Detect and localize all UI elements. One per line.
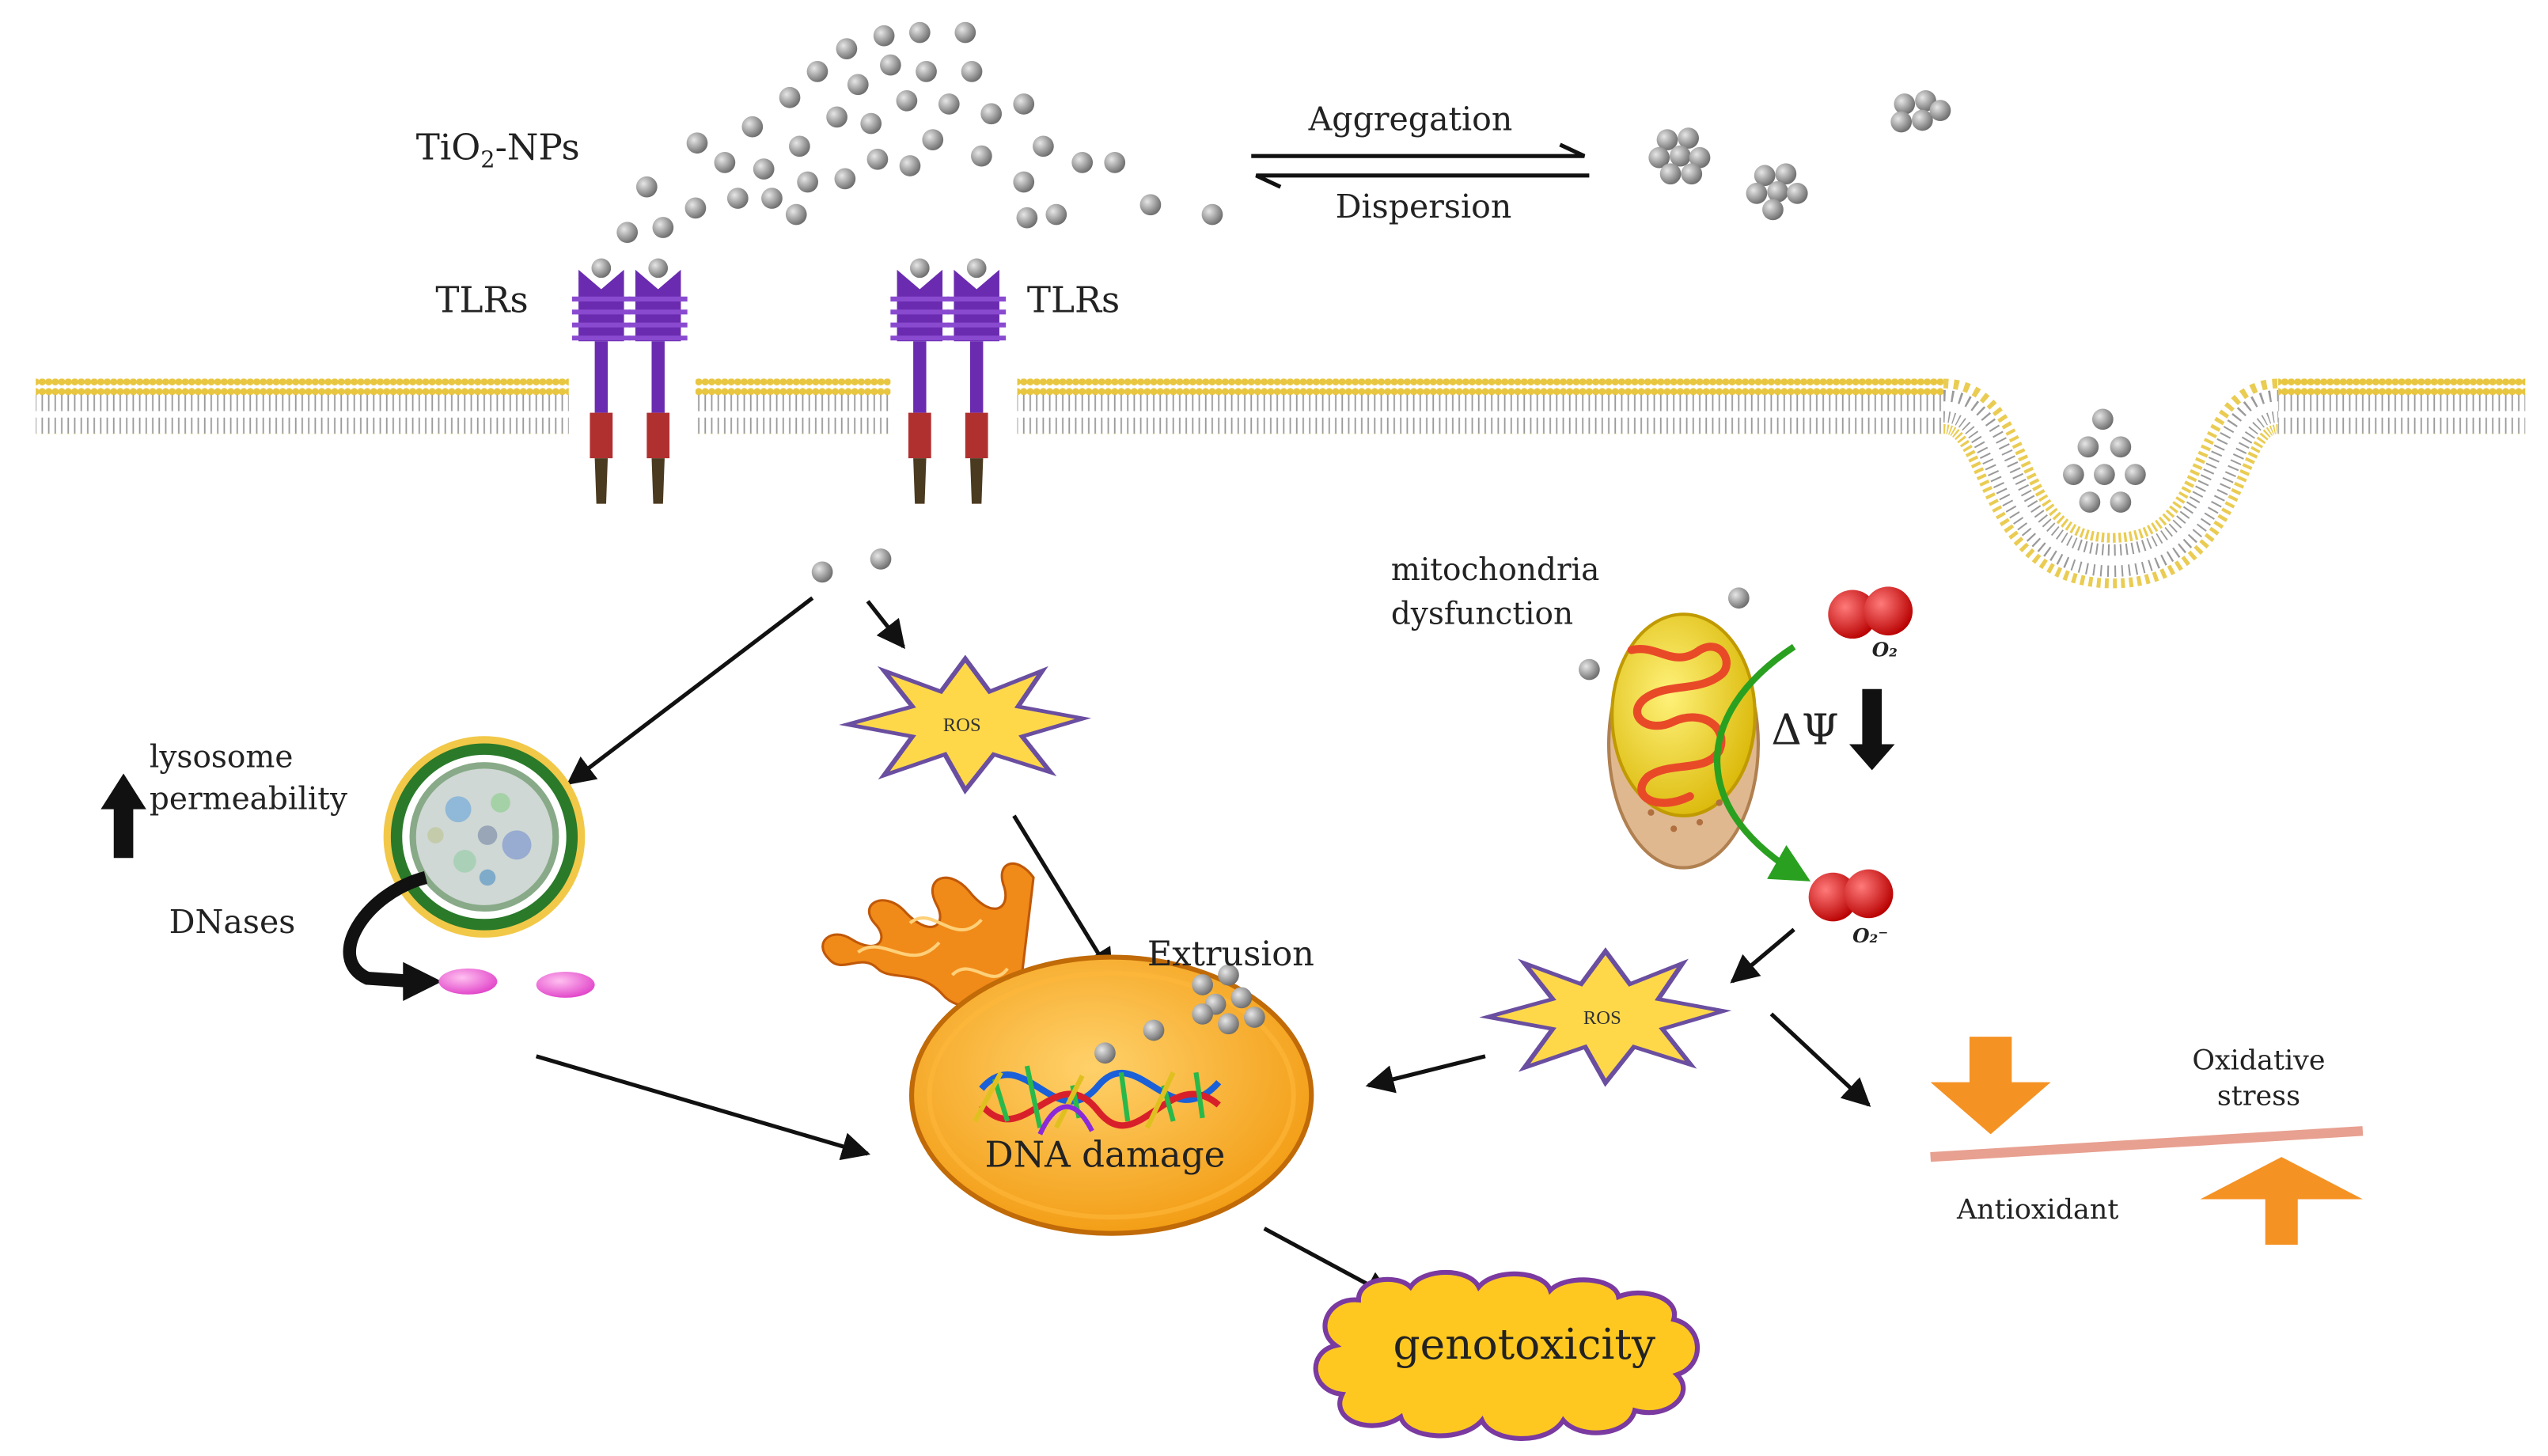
equilibrium-arrows <box>1251 142 1590 189</box>
dnase-molecule <box>438 968 498 995</box>
aggregated-nanoparticles <box>1648 89 1951 221</box>
antioxidant-label: Antioxidant <box>1956 1194 2118 1226</box>
aggregation-label: Aggregation <box>1308 100 1513 138</box>
nanoparticle-icon <box>870 548 892 570</box>
arrow-superoxide-to-ros <box>1730 927 1795 984</box>
nanoparticle-icon <box>1094 1042 1116 1064</box>
lysosome-icon <box>383 736 586 938</box>
endocytosed-nanoparticles <box>2063 408 2146 513</box>
genotoxicity-label: genotoxicity <box>1393 1319 1655 1369</box>
mitochondrion-icon <box>1606 612 1761 870</box>
genotoxicity-cloud <box>1313 1270 1701 1442</box>
arrow-to-ros <box>866 600 906 650</box>
endoplasmic-reticulum-icon <box>821 862 1035 1016</box>
arrow-ros-to-nucleus-right <box>1365 1054 1486 1094</box>
tlrs-label-right: TLRs <box>1027 279 1120 320</box>
arrow-ros-to-nucleus <box>1012 814 1113 978</box>
free-nanoparticles <box>616 21 1223 244</box>
balance-bar <box>1930 1126 2364 1162</box>
dnase-molecule <box>536 972 595 998</box>
dispersion-label: Dispersion <box>1336 188 1512 226</box>
tlr-receptor-icon <box>947 258 1006 504</box>
o2-label: O₂ <box>1872 639 1898 662</box>
arrow-down-icon <box>1848 688 1895 771</box>
extruded-nanoparticles <box>1192 964 1265 1035</box>
nanoparticle-icon <box>811 561 833 583</box>
nucleus <box>908 954 1314 1236</box>
arrow-to-lysosome <box>566 596 814 785</box>
lysosome-label-line2: permeability <box>150 782 347 817</box>
electron-leak-arrow <box>1714 643 1811 882</box>
superoxide-label: O₂⁻ <box>1852 924 1888 947</box>
tlr-receptor-icon <box>890 258 949 504</box>
arrow-dnases-to-nucleus <box>535 1054 871 1161</box>
lysosome-label-line1: lysosome <box>150 739 294 775</box>
tio2-nps-label: TiO2-NPs <box>416 126 580 173</box>
tlr-receptor-icon <box>572 258 631 504</box>
nanoparticle-icon <box>1579 658 1600 681</box>
oxygen-molecule-icon <box>1808 869 1894 922</box>
ros-label-right: ROS <box>1583 1007 1621 1029</box>
dna-damage-label: DNA damage <box>984 1133 1225 1175</box>
delta-psi-label: ΔΨ <box>1771 705 1838 755</box>
dnases-label: DNases <box>169 903 296 941</box>
extrusion-label: Extrusion <box>1147 935 1314 974</box>
nanoparticle-icon <box>1143 1019 1165 1041</box>
oxidative-down-arrow <box>1930 1037 2051 1135</box>
nanoparticle-icon <box>1727 587 1750 609</box>
mito-label-line2: dysfunction <box>1391 597 1573 632</box>
arrow-ros-to-oxidative-stress <box>1769 1012 1871 1107</box>
tlr-receptor-icon <box>629 258 688 504</box>
oxidative-label-line1: Oxidative <box>2192 1045 2325 1076</box>
dnase-release-arrow <box>343 870 428 988</box>
tlrs-label-left: TLRs <box>435 279 528 320</box>
dna-helix-icon <box>973 1065 1222 1136</box>
antioxidant-up-arrow <box>2200 1157 2363 1246</box>
arrow-up-icon <box>100 773 146 859</box>
oxidative-label-line2: stress <box>2217 1080 2300 1112</box>
mito-label-line1: mitochondria <box>1391 552 1600 588</box>
ros-label-top: ROS <box>943 715 981 736</box>
oxygen-molecule-icon <box>1828 586 1913 639</box>
cell-membrane <box>36 378 2526 589</box>
